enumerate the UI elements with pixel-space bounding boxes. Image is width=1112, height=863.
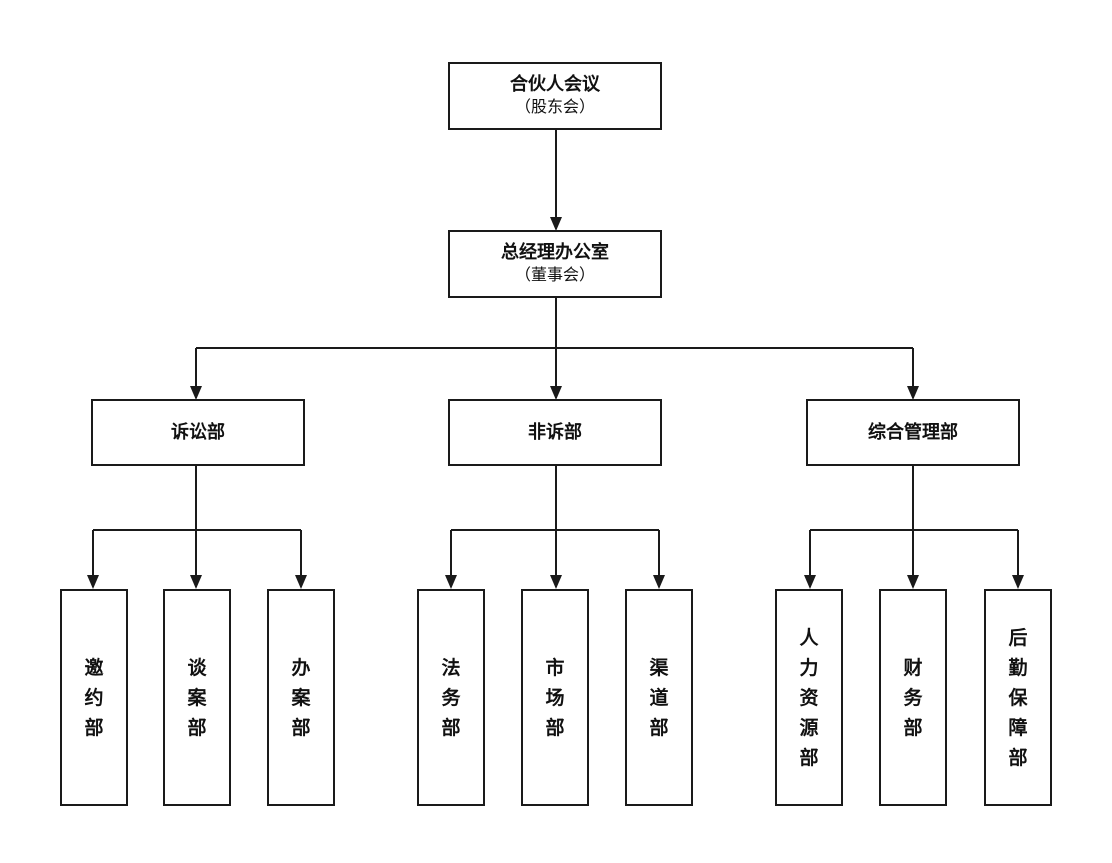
unit-label: 邀约部 xyxy=(84,656,104,739)
unit-label: 渠道部 xyxy=(649,656,669,739)
department-label: 非诉部 xyxy=(528,421,582,443)
gm-office-title: 总经理办公室 xyxy=(501,242,609,263)
unit-label: 谈案部 xyxy=(187,656,207,739)
unit-box: 财务部 xyxy=(879,589,947,806)
unit-box: 邀约部 xyxy=(60,589,128,806)
department-label: 诉讼部 xyxy=(171,421,225,443)
unit-label: 办案部 xyxy=(291,656,311,739)
unit-box: 后勤保障部 xyxy=(984,589,1052,806)
unit-box: 人力资源部 xyxy=(775,589,843,806)
department-box-non-litigation: 非诉部 xyxy=(448,399,662,466)
unit-box: 市场部 xyxy=(521,589,589,806)
unit-label: 人力资源部 xyxy=(799,626,819,769)
unit-label: 法务部 xyxy=(441,656,461,739)
unit-label: 后勤保障部 xyxy=(1008,626,1028,769)
department-label: 综合管理部 xyxy=(868,421,958,443)
unit-label: 市场部 xyxy=(545,656,565,739)
partners-meeting-subtitle: （股东会） xyxy=(514,97,595,116)
partners-meeting-box: 合伙人会议 （股东会） xyxy=(448,62,662,130)
partners-meeting-title: 合伙人会议 xyxy=(510,74,600,95)
unit-box: 渠道部 xyxy=(625,589,693,806)
gm-office-box: 总经理办公室 （董事会） xyxy=(448,230,662,298)
unit-box: 法务部 xyxy=(417,589,485,806)
unit-box: 谈案部 xyxy=(163,589,231,806)
unit-box: 办案部 xyxy=(267,589,335,806)
gm-office-subtitle: （董事会） xyxy=(514,265,595,284)
department-box-litigation: 诉讼部 xyxy=(91,399,305,466)
unit-label: 财务部 xyxy=(903,656,923,739)
department-box-general-management: 综合管理部 xyxy=(806,399,1020,466)
